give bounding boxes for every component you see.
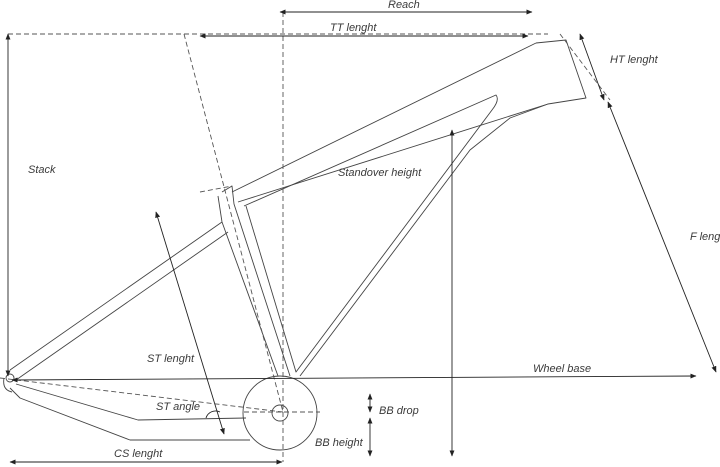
stack-label: Stack	[28, 164, 56, 176]
construction-lines	[0, 12, 611, 462]
f-length-label: F lenght	[690, 231, 720, 243]
down-tube	[243, 94, 498, 373]
rear-dropout	[5, 373, 15, 383]
st-length-arrow	[155, 211, 225, 435]
st-length-label: ST lenght	[147, 353, 195, 365]
tt-length-label: TT lenght	[330, 22, 377, 34]
bb-height-label: BB height	[315, 437, 364, 449]
seat-stay	[9, 221, 229, 381]
cs-length-label: CS lenght	[114, 448, 163, 460]
bottom-bracket-shell	[242, 375, 318, 451]
head-tube	[535, 39, 587, 105]
seat-tube	[217, 185, 291, 377]
ht-length-arrow	[579, 33, 605, 101]
dimension-lines	[5, 9, 717, 465]
st-angle-label: ST angle	[156, 401, 200, 413]
down-tube-outer	[299, 103, 549, 377]
st-angle-arc	[205, 410, 221, 419]
wheel-base-label: Wheel base	[533, 363, 591, 375]
labels: Reach TT lenght HT lenght Stack Standove…	[28, 0, 720, 460]
chain-stay	[9, 383, 250, 441]
ht-length-label: HT lenght	[610, 54, 659, 66]
bb-drop-label: BB drop	[379, 405, 419, 417]
wheel-base-arrow	[11, 373, 697, 383]
standover-height-label: Standover height	[338, 167, 422, 179]
reach-label: Reach	[388, 0, 420, 11]
f-length-arrow	[607, 101, 717, 373]
bottom-bracket-center	[271, 404, 289, 422]
